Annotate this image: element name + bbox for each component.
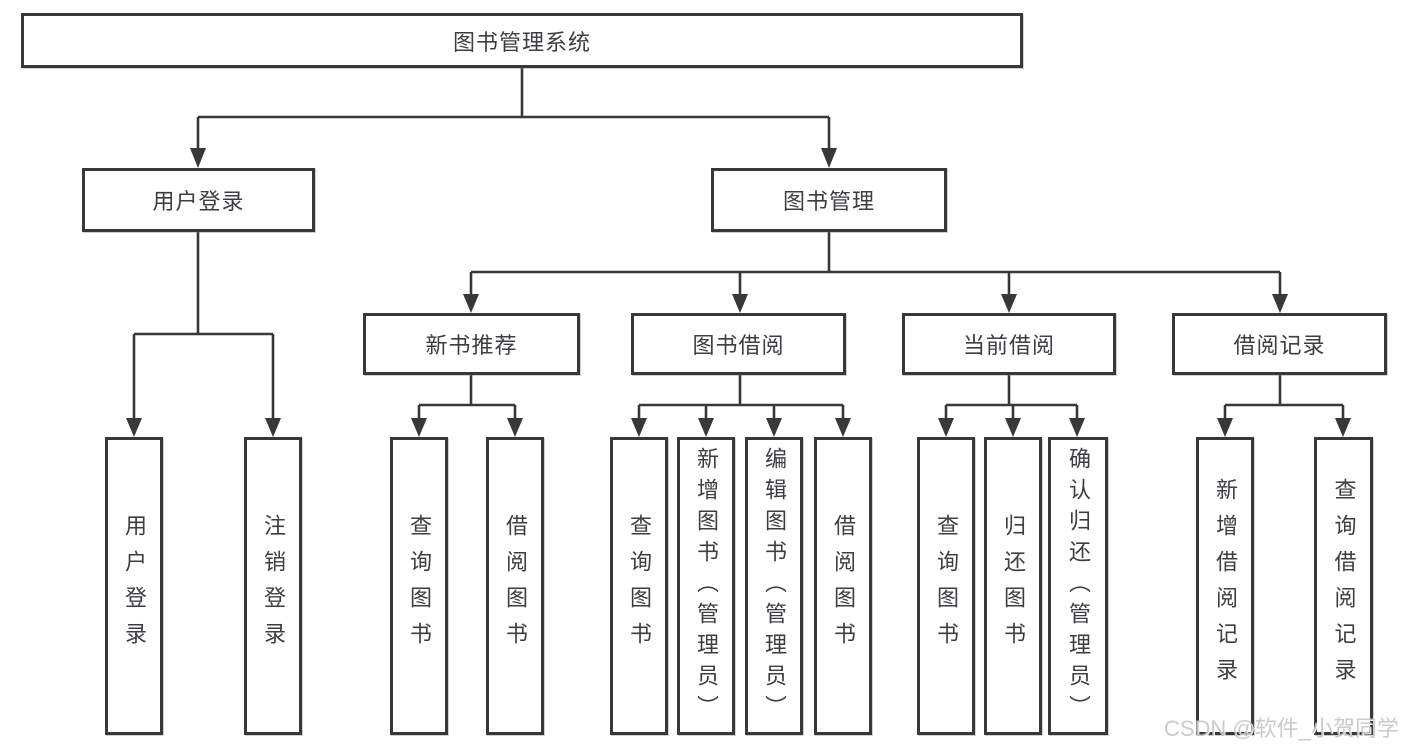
leaf-query-books-current: 查询图书 xyxy=(917,437,975,735)
leaf-label: 借阅图书 xyxy=(503,514,528,658)
node-label: 图书借阅 xyxy=(692,333,785,358)
node-book-borrowing: 图书借阅 xyxy=(631,313,846,375)
node-label: 图书管理系统 xyxy=(452,29,591,55)
node-label: 新书推荐 xyxy=(425,333,518,358)
node-book-management: 图书管理 xyxy=(711,168,947,232)
csdn-watermark: CSDN @软件_小贺同学 xyxy=(1163,716,1399,741)
leaf-label: 查询图书 xyxy=(407,514,432,658)
node-label: 图书管理 xyxy=(782,189,875,214)
leaf-borrow-books-borrowing: 借阅图书 xyxy=(814,437,872,735)
leaf-label: 编辑图书（管理员） xyxy=(762,446,787,726)
leaf-label: 归还图书 xyxy=(1001,514,1026,658)
leaf-user-login: 用户登录 xyxy=(105,437,163,735)
leaf-return-book: 归还图书 xyxy=(984,437,1042,735)
node-borrowing-records: 借阅记录 xyxy=(1172,313,1387,375)
node-label: 当前借阅 xyxy=(962,333,1055,358)
leaf-add-borrow-record: 新增借阅记录 xyxy=(1196,437,1254,735)
leaf-edit-book-admin: 编辑图书（管理员） xyxy=(745,437,803,735)
leaf-borrow-books-recommend: 借阅图书 xyxy=(486,437,544,735)
node-current-borrowing: 当前借阅 xyxy=(902,313,1116,375)
leaf-label: 确认归还（管理员） xyxy=(1066,446,1091,726)
leaf-label: 借阅图书 xyxy=(831,514,856,658)
node-label: 用户登录 xyxy=(152,189,245,214)
connector-lines xyxy=(132,68,1345,421)
leaf-label: 注销登录 xyxy=(261,514,286,658)
node-library-management-system: 图书管理系统 xyxy=(21,13,1023,68)
leaf-label: 查询图书 xyxy=(627,514,652,658)
leaf-query-books-recommend: 查询图书 xyxy=(390,437,448,735)
node-new-book-recommend: 新书推荐 xyxy=(363,313,580,375)
arrowhead-icons xyxy=(126,148,1351,437)
leaf-label: 用户登录 xyxy=(122,514,147,658)
leaf-label: 新增图书（管理员） xyxy=(694,446,719,726)
node-user-login: 用户登录 xyxy=(82,168,315,232)
node-label: 借阅记录 xyxy=(1233,333,1326,358)
leaf-label: 新增借阅记录 xyxy=(1213,478,1238,694)
leaf-label: 查询借阅记录 xyxy=(1331,478,1357,694)
leaf-confirm-return-admin: 确认归还（管理员） xyxy=(1048,437,1108,735)
leaf-label: 查询图书 xyxy=(934,514,959,658)
leaf-query-borrow-record: 查询借阅记录 xyxy=(1314,437,1373,735)
leaf-add-book-admin: 新增图书（管理员） xyxy=(677,437,735,735)
leaf-query-books-borrowing: 查询图书 xyxy=(610,437,668,735)
leaf-logout: 注销登录 xyxy=(244,437,302,735)
